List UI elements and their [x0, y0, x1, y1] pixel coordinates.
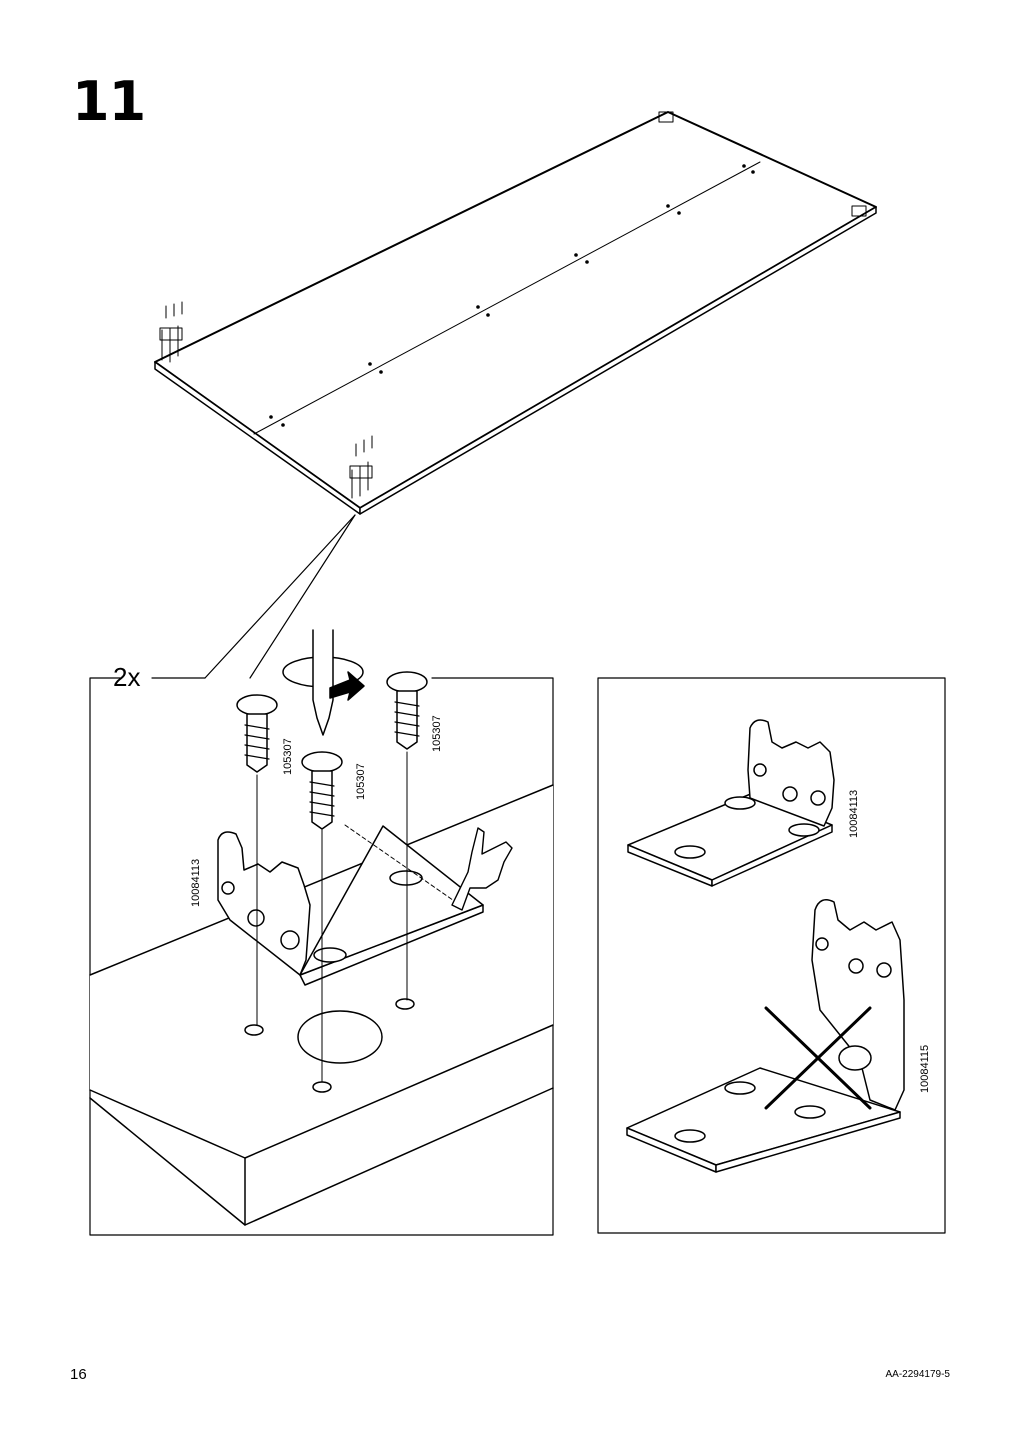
- detail-box-right: 10084113 10084115: [597, 677, 946, 1234]
- page-number: 16: [70, 1366, 87, 1383]
- screw: [236, 694, 278, 773]
- screw: [386, 671, 428, 750]
- bracket-10084113: [627, 719, 835, 887]
- screw: [301, 751, 343, 830]
- step-number: 11: [72, 70, 146, 133]
- document-code: AA-2294179-5: [885, 1369, 951, 1380]
- screwdriver-icon: [282, 629, 365, 736]
- bracket-label: 10084113: [190, 859, 202, 907]
- quantity-label: 2x: [113, 662, 140, 692]
- screw-label: 105307: [355, 763, 367, 800]
- correct-bracket-label: 10084113: [848, 790, 860, 838]
- screw-label: 105307: [282, 738, 294, 775]
- wrong-bracket-label: 10084115: [919, 1045, 931, 1093]
- cross-icon: [764, 1006, 872, 1110]
- detail-box-left: 2x: [89, 629, 554, 1236]
- bracket-10084115: [626, 899, 905, 1173]
- long-panel: [154, 111, 877, 515]
- screw-label: 105307: [431, 715, 443, 752]
- hand-icon: [451, 827, 513, 911]
